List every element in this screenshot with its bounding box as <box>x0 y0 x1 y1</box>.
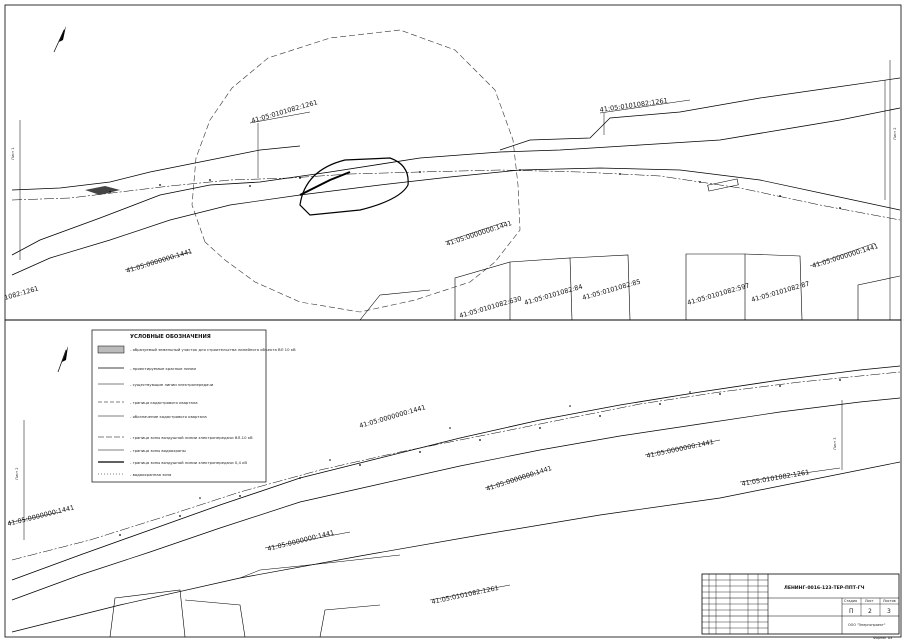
stamp-stage: П <box>849 608 854 615</box>
stamp-stage-label: Стадия <box>844 599 857 603</box>
stamp-format: Формат А3 <box>873 636 892 640</box>
stamp-code: ЛЕНИНГ-0016-123-ТЕР-ППТ-ГЧ <box>784 585 865 591</box>
legend-symbol-parcel <box>97 345 125 354</box>
stamp-sheet: 2 <box>868 608 872 615</box>
stamp-sheets-label: Листов <box>883 599 896 603</box>
legend-item-2: - проектируемые красные линии <box>130 366 196 371</box>
stamp-org: ООО "Энергопроект" <box>848 623 886 627</box>
side-label-right: Лист 2 <box>893 127 897 140</box>
road-edge-east <box>499 77 901 151</box>
road-edge-south <box>11 461 901 633</box>
stamp-sheets: 3 <box>887 608 891 615</box>
side-label-right-b: Лист 3 <box>833 437 837 450</box>
station-points-top <box>109 169 841 209</box>
red-line-upper <box>11 107 901 256</box>
legend-item-1: - образуемый земельный участок для строи… <box>130 347 296 352</box>
formed-parcel-outline <box>299 157 409 216</box>
legend-item-6: - граница зоны воздушной линии электропе… <box>130 435 253 440</box>
station-points-bottom <box>119 379 841 536</box>
cadastral-parcels-b <box>109 589 381 638</box>
legend-item-3: - существующие линии электропередачи <box>130 382 214 387</box>
north-arrow-icon <box>57 346 68 373</box>
hatched-area-west <box>85 186 120 195</box>
hatched-segment <box>299 171 351 196</box>
red-line-lower <box>11 167 901 276</box>
side-label-left: Лист 1 <box>11 147 15 160</box>
red-line-upper-b <box>11 365 901 581</box>
power-line-axis <box>11 169 901 221</box>
sheet-frame <box>4 4 902 638</box>
legend-title: УСЛОВНЫЕ ОБОЗНАЧЕНИЯ <box>130 334 211 340</box>
protection-zone-boundary <box>191 29 521 313</box>
legend: УСЛОВНЫЕ ОБОЗНАЧЕНИЯ - образуемый земель… <box>91 329 296 483</box>
road-branch <box>239 554 401 579</box>
power-line-axis-b <box>11 371 901 561</box>
legend-item-5: - обозначение кадастрового квартала <box>130 414 207 419</box>
red-line-lower-b <box>11 397 901 601</box>
legend-item-9: - водоохранная зона <box>130 472 171 477</box>
side-label-left-b: Лист 2 <box>15 467 19 480</box>
stamp-sheet-label: Лист <box>865 599 874 603</box>
legend-item-8: - граница зоны воздушной линии электропе… <box>130 460 247 465</box>
road-edge-west <box>11 145 301 191</box>
legend-item-4: - граница кадастрового квартала <box>130 400 198 405</box>
cadastral-parcels <box>359 253 901 321</box>
title-block: ЛЕНИНГ-0016-123-ТЕР-ППТ-ГЧ Стадия Лист Л… <box>701 573 900 640</box>
north-arrow-icon <box>53 26 66 53</box>
legend-item-7: - граница зоны водоохраны <box>130 448 186 453</box>
